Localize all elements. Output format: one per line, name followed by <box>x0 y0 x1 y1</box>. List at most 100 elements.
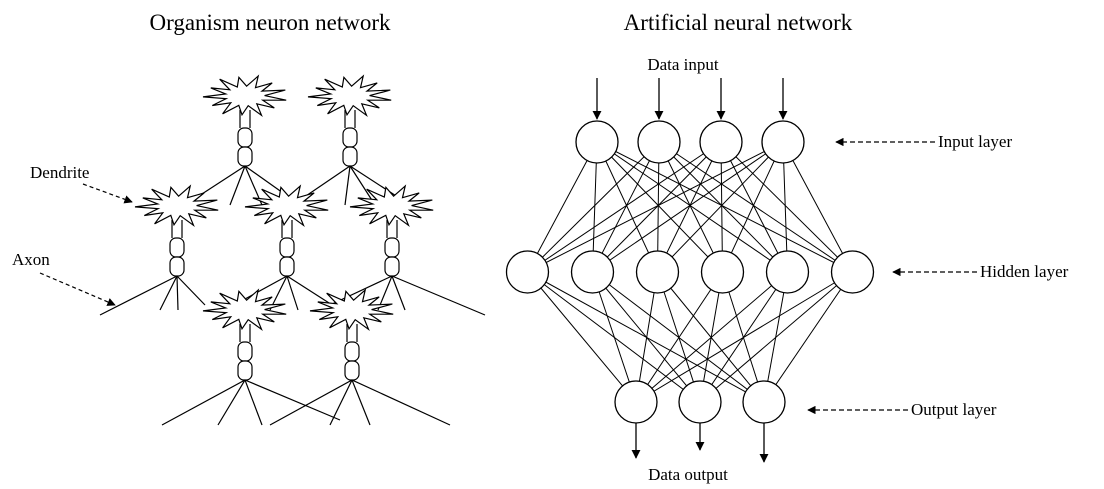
ann-connection <box>592 141 660 273</box>
axon-terminal-branch <box>351 379 371 426</box>
axon-bead <box>342 127 358 148</box>
axon-bead <box>237 146 253 167</box>
artificial-network-title: Artificial neural network <box>624 10 853 35</box>
output-neuron <box>742 380 786 424</box>
axon-bead <box>384 237 400 258</box>
axon-terminal-branch <box>176 275 206 306</box>
ann-connection <box>699 271 853 403</box>
output-neuron <box>614 380 658 424</box>
axon-terminal-branch <box>244 379 341 421</box>
axon-terminal-branch <box>159 275 178 311</box>
neuron <box>202 74 287 167</box>
ann-connection <box>592 141 784 273</box>
input-neuron <box>637 120 681 164</box>
axon-terminal-branch <box>391 275 486 316</box>
output-layer-label: Output layer <box>911 400 997 419</box>
axon-bead <box>344 360 360 381</box>
organism-network-title: Organism neuron network <box>149 10 391 35</box>
hidden-neuron <box>635 250 680 294</box>
neuron-soma <box>307 74 392 118</box>
ann-connection <box>592 141 598 273</box>
axon-terminal-branch <box>329 379 353 426</box>
output-neuron <box>678 380 722 424</box>
axon-terminal-branch <box>344 165 351 206</box>
axon-terminal-branch <box>269 379 353 426</box>
ann-connection <box>592 141 722 273</box>
ann-connection <box>720 141 853 273</box>
axon-terminal-branch <box>229 165 246 206</box>
neuron <box>309 288 394 381</box>
axon-label: Axon <box>12 250 50 269</box>
ann-connection <box>527 141 598 273</box>
data-input-caption: Data input <box>647 55 719 74</box>
ann-neurons <box>505 120 875 424</box>
neuron <box>307 74 392 167</box>
hidden-neuron <box>830 250 875 294</box>
ann-connection <box>720 141 723 273</box>
ann-connection <box>527 141 660 273</box>
axon-terminal-branch <box>351 379 451 426</box>
data-input-arrows <box>592 78 788 120</box>
ann-connection <box>658 141 788 273</box>
hidden-layer-label: Hidden layer <box>980 262 1069 281</box>
ann-connection <box>657 141 722 273</box>
axon-bead <box>342 146 358 167</box>
axon-bead <box>384 256 400 277</box>
ann-connection <box>596 141 723 273</box>
axon-bead <box>237 360 253 381</box>
neuron <box>244 184 329 277</box>
data-output-caption: Data output <box>648 465 728 484</box>
input-neuron <box>699 120 743 164</box>
dendrite-label: Dendrite <box>30 163 89 182</box>
axon-bead <box>169 256 185 277</box>
neuron <box>134 184 219 277</box>
axon-bead <box>344 341 360 362</box>
ann-connection <box>657 141 784 273</box>
input-neuron <box>761 120 805 164</box>
axon-terminal-branch <box>391 275 406 311</box>
ann-connection <box>782 141 788 273</box>
hidden-neuron <box>700 250 745 294</box>
ann-connection <box>635 271 853 403</box>
axon-bead <box>279 256 295 277</box>
ann-connection <box>720 141 788 273</box>
ann-connection <box>722 141 784 273</box>
ann-connection <box>657 141 660 273</box>
ann-connection <box>635 271 658 403</box>
input-layer-label: Input layer <box>938 132 1012 151</box>
ann-connection <box>527 141 784 273</box>
axon-bead <box>169 237 185 258</box>
hidden-neuron <box>505 250 550 294</box>
neuron-soma <box>202 288 287 332</box>
ann-connection <box>596 141 788 273</box>
ann-connections <box>527 141 853 403</box>
neuron-soma <box>349 184 434 228</box>
hidden-neuron <box>765 250 810 294</box>
ann-connection <box>596 141 658 273</box>
axon-pointer-arrow <box>39 272 116 306</box>
data-output-arrows <box>631 423 769 463</box>
ann-connection <box>782 141 853 273</box>
ann-connection <box>635 271 788 403</box>
dendrite-pointer-arrow <box>82 183 133 204</box>
ann-connection <box>596 141 853 273</box>
hidden-neuron <box>570 250 615 294</box>
axon-terminal-branch <box>244 379 263 426</box>
ann-connection <box>527 271 637 403</box>
input-neuron <box>575 120 619 164</box>
neuron <box>202 288 287 381</box>
axon-bead <box>237 341 253 362</box>
axon-bead <box>279 237 295 258</box>
organism-neuron-network <box>99 74 486 426</box>
ann-connection <box>763 271 853 403</box>
neuron-soma <box>244 184 329 228</box>
axon-terminal-branch <box>349 165 376 206</box>
ann-connection <box>592 271 637 403</box>
ann-connection <box>635 271 723 403</box>
neuron-soma <box>134 184 219 228</box>
axon-terminal-branch <box>286 275 299 311</box>
axon-bead <box>237 127 253 148</box>
axon-terminal-branch <box>217 379 246 426</box>
neuron-soma <box>309 288 394 332</box>
